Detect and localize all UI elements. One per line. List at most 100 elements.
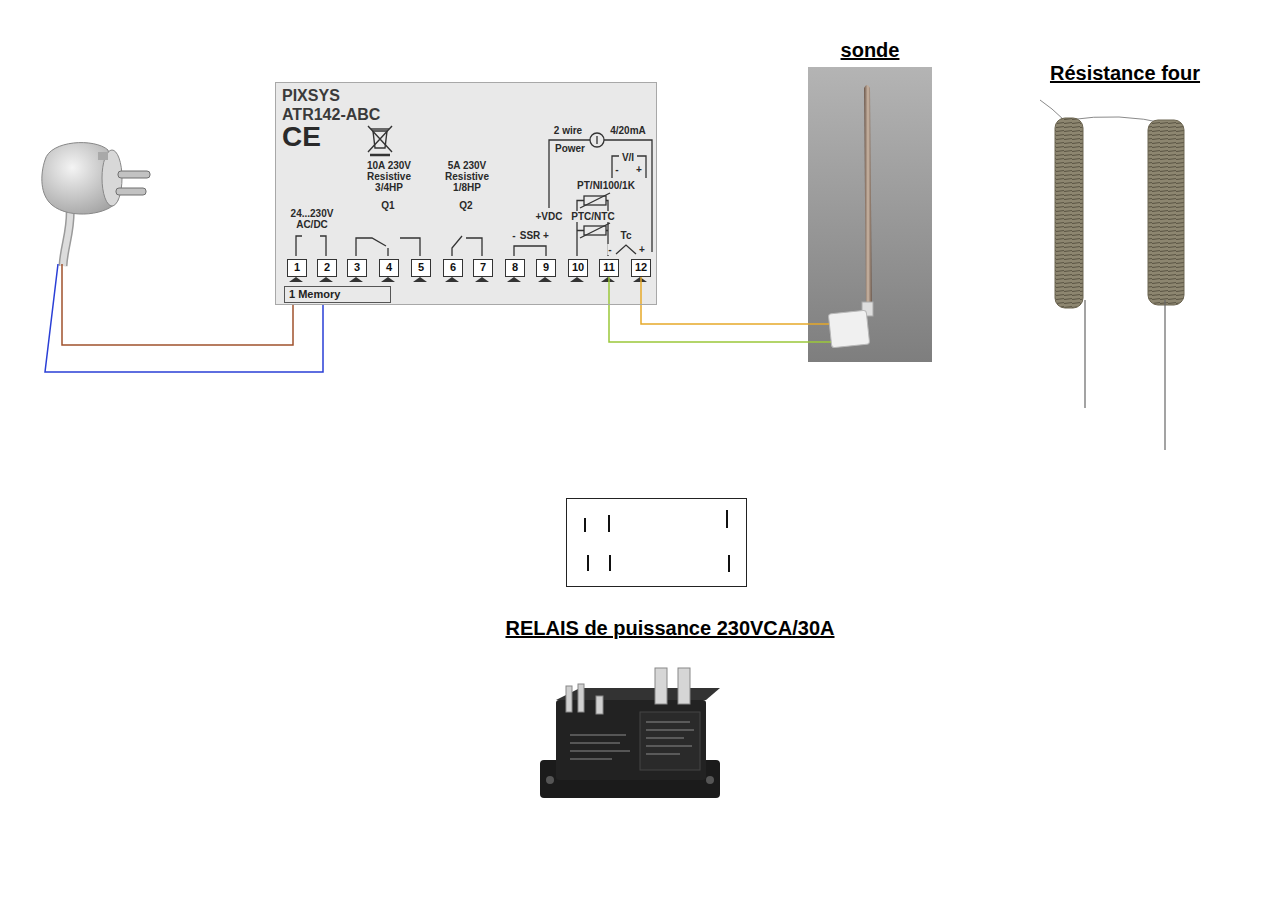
heating-element-photo xyxy=(1084,300,1085,408)
heating-element-photo xyxy=(1148,120,1184,305)
terminal-base xyxy=(289,277,303,282)
relay-photo xyxy=(566,686,572,712)
terminal-schematic xyxy=(616,245,636,254)
terminal-number: 5 xyxy=(418,260,424,275)
terminal-schematic xyxy=(549,140,652,252)
relay-photo xyxy=(546,776,554,784)
terminal-box: 6 xyxy=(443,259,463,277)
weee-bin-symbol xyxy=(368,126,392,152)
relay-pinout xyxy=(585,510,729,572)
probe-photo xyxy=(828,310,869,348)
terminal-schematic xyxy=(590,133,604,147)
terminal-box: 11 xyxy=(599,259,619,277)
output-name: Q2 xyxy=(458,200,473,211)
probe-photo xyxy=(808,67,932,362)
terminal-box: 10 xyxy=(568,259,588,277)
probe-photo xyxy=(808,323,832,325)
terminal-number: 1 xyxy=(294,260,300,275)
terminal-number: 8 xyxy=(512,260,518,275)
relay-photo xyxy=(540,668,720,798)
terminal-base xyxy=(445,277,459,282)
plug-illustration xyxy=(42,143,150,266)
polarity-sign: + xyxy=(638,244,646,255)
terminal-box: 12 xyxy=(631,259,651,277)
terminal-base xyxy=(475,277,489,282)
relay-photo xyxy=(596,696,603,714)
heating-element-photo xyxy=(1055,118,1083,308)
sensor-type: PT/NI100/1K xyxy=(576,180,636,191)
sensor-type: Tc xyxy=(620,230,633,241)
plug-illustration xyxy=(118,171,150,178)
probe-wire xyxy=(641,277,808,324)
weee-bin-symbol xyxy=(368,126,392,155)
memory-label: 1 Memory xyxy=(289,287,340,302)
terminal-box: 3 xyxy=(347,259,367,277)
rating-label: 5A 230V Resistive 1/8HP xyxy=(434,160,500,193)
polarity-sign: - xyxy=(607,244,612,255)
terminal-schematic xyxy=(514,246,546,256)
relay-photo xyxy=(570,722,694,759)
heating-element-photo xyxy=(1040,100,1064,120)
terminal-number: 12 xyxy=(635,260,647,275)
component-title: sonde xyxy=(841,38,900,62)
terminal-box: 7 xyxy=(473,259,493,277)
terminal-schematic xyxy=(577,201,608,257)
plug-illustration xyxy=(63,205,70,266)
relay-pinout xyxy=(567,499,747,587)
terminal-schematic xyxy=(596,136,597,144)
terminal-base xyxy=(349,277,363,282)
terminal-base xyxy=(538,277,552,282)
polarity-sign: - xyxy=(614,164,619,175)
terminal-number: 3 xyxy=(354,260,360,275)
terminal-schematic xyxy=(296,133,652,256)
terminal-schematic xyxy=(452,236,482,256)
weee-bin-symbol xyxy=(371,128,389,129)
signal-name: 4/20mA xyxy=(609,125,647,136)
terminal-number: 9 xyxy=(543,260,549,275)
polarity-sign: + xyxy=(542,230,550,241)
component-heading: RELAIS de puissance 230VCA/30A xyxy=(440,616,900,640)
terminal-box: 8 xyxy=(505,259,525,277)
terminal-number: 10 xyxy=(572,260,584,275)
output-name: Q1 xyxy=(380,200,395,211)
probe-panel: sonde xyxy=(808,38,932,362)
terminal-schematic xyxy=(580,193,610,208)
terminal-box: 4 xyxy=(379,259,399,277)
relay-photo xyxy=(640,712,700,770)
plug-illustration xyxy=(116,188,146,195)
ce-mark: CE xyxy=(281,121,322,153)
terminal-box: 1 xyxy=(287,259,307,277)
controller-box: PIXSYSATR142-ABC1234567891011121 Memory xyxy=(275,82,657,305)
signal-name: 2 wire xyxy=(553,125,583,136)
signal-name: V/I xyxy=(621,152,635,163)
terminal-box: 9 xyxy=(536,259,556,277)
signal-name: Power xyxy=(554,143,586,154)
probe-wire xyxy=(609,277,808,342)
terminal-base xyxy=(319,277,333,282)
terminal-base xyxy=(633,277,647,282)
relay-photo xyxy=(655,668,667,704)
heating-element-photo xyxy=(1164,300,1165,450)
component-title: RELAIS de puissance 230VCA/30A xyxy=(505,616,834,640)
terminal-box: 2 xyxy=(317,259,337,277)
probe-photo xyxy=(808,341,832,343)
terminal-base xyxy=(289,277,647,282)
terminal-schematic xyxy=(577,230,608,231)
polarity-sign: + xyxy=(635,164,643,175)
relay-pinout xyxy=(567,499,747,587)
terminal-schematic xyxy=(356,238,388,256)
terminal-base xyxy=(570,277,584,282)
terminal-base xyxy=(507,277,521,282)
terminal-schematic xyxy=(296,236,326,256)
probe-photo xyxy=(808,67,932,362)
terminal-box: 5 xyxy=(411,259,431,277)
plug-illustration xyxy=(98,152,108,160)
terminal-number: 2 xyxy=(324,260,330,275)
terminal-base xyxy=(601,277,615,282)
signal-name: SSR xyxy=(519,230,542,241)
supply-label: 24...230V AC/DC xyxy=(281,208,343,230)
weee-bin-symbol xyxy=(370,154,390,157)
device-label: PIXSYS xyxy=(282,86,340,105)
plug-illustration xyxy=(63,205,70,266)
